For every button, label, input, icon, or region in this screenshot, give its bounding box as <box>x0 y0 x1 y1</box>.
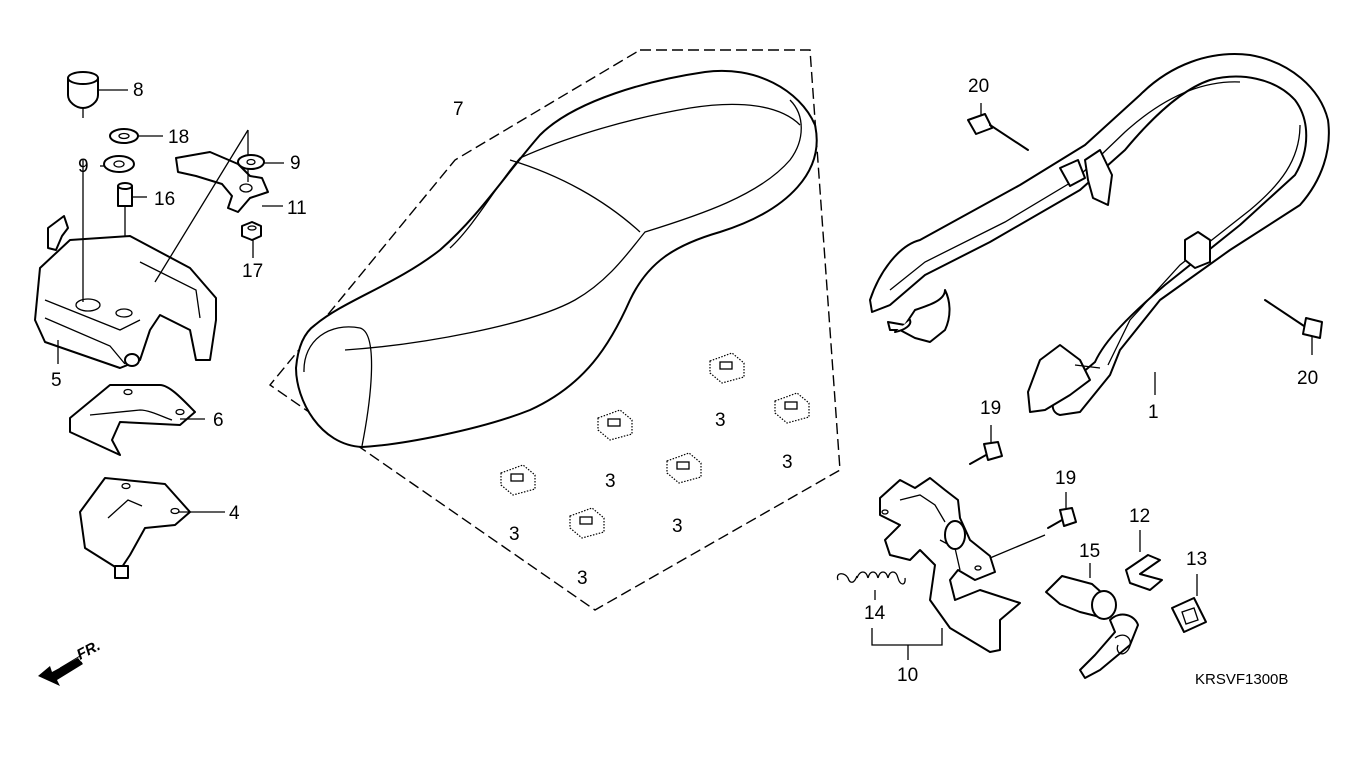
callout-3: 3 <box>782 452 793 473</box>
callout-6: 6 <box>213 410 224 431</box>
clip-part[interactable] <box>1125 530 1163 591</box>
hinge-bracket-part[interactable] <box>34 160 217 369</box>
callout-16: 16 <box>154 189 175 210</box>
callout-18: 18 <box>168 127 189 148</box>
callout-20: 20 <box>968 76 989 97</box>
bolt-part[interactable] <box>1264 299 1323 355</box>
grab-rail-part[interactable] <box>869 53 1330 416</box>
callout-3: 3 <box>672 516 683 537</box>
washer-part[interactable] <box>237 154 265 170</box>
callout-5: 5 <box>51 370 62 391</box>
front-direction-marker: FR. <box>38 637 103 686</box>
plate-part[interactable] <box>69 384 196 456</box>
cover-part[interactable] <box>1171 574 1207 633</box>
key-cylinder-part[interactable] <box>1045 563 1139 679</box>
lock-bracket-part[interactable] <box>879 477 1046 653</box>
callout-14: 14 <box>864 603 886 624</box>
callout-19: 19 <box>1055 468 1076 489</box>
cushion-part[interactable] <box>500 352 810 539</box>
stay-part[interactable] <box>79 477 191 579</box>
callout-3: 3 <box>605 471 616 492</box>
seat-part[interactable] <box>295 69 818 448</box>
callout-9: 9 <box>290 153 301 174</box>
cap-part[interactable] <box>67 71 99 118</box>
callout-3: 3 <box>577 568 588 589</box>
callout-10: 10 <box>897 665 918 686</box>
callout-15: 15 <box>1079 541 1100 562</box>
seat-lock-group <box>836 425 1207 679</box>
callout-1: 1 <box>1148 402 1159 423</box>
nut-part[interactable] <box>241 221 262 241</box>
spring-part[interactable] <box>836 571 906 600</box>
callout-3: 3 <box>509 524 520 545</box>
seat-assembly-group <box>268 49 841 611</box>
callout-11: 11 <box>287 198 307 219</box>
bolt-part[interactable] <box>1047 492 1077 529</box>
washer-part[interactable] <box>103 155 135 173</box>
bolt-part[interactable] <box>969 425 1003 465</box>
callout-19: 19 <box>980 398 1001 419</box>
bolt-part[interactable] <box>967 103 1029 151</box>
callout-20: 20 <box>1297 368 1318 389</box>
washer-part[interactable] <box>109 128 139 144</box>
callout-4: 4 <box>229 503 240 524</box>
callout-3: 3 <box>715 410 726 431</box>
callout-12: 12 <box>1129 506 1150 527</box>
callout-7: 7 <box>453 99 464 120</box>
callout-8: 8 <box>133 80 144 101</box>
hinge-hardware-group <box>34 71 284 579</box>
callout-9: 9 <box>78 156 89 177</box>
callout-13: 13 <box>1186 549 1207 570</box>
callout-17: 17 <box>242 261 263 282</box>
drawing-code: KRSVF1300B <box>1195 671 1288 688</box>
